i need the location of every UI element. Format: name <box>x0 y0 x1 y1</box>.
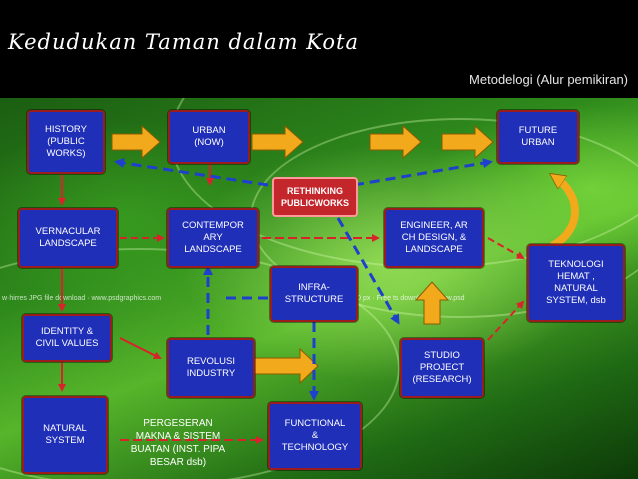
background-ticker-left: w·hirres JPG file download · www.psdgrap… <box>2 295 162 302</box>
node-urban-now: URBAN (NOW) <box>168 110 250 164</box>
node-contemporary-landscape: CONTEMPOR ARY LANDSCAPE <box>167 208 259 268</box>
node-future-urban: FUTURE URBAN <box>497 110 579 164</box>
node-rethinking-publicworks: RETHINKING PUBLICWORKS <box>272 177 358 217</box>
text-pergeseran-makna: PERGESERAN MAKNA & SISTEM BUATAN (INST. … <box>130 418 226 468</box>
node-studio-project: STUDIO PROJECT (RESEARCH) <box>400 338 484 398</box>
node-engineer-design-landscape: ENGINEER, AR CH DESIGN, & LANDSCAPE <box>384 208 484 268</box>
node-infrastructure: INFRA- STRUCTURE <box>270 266 358 322</box>
node-functional-technology: FUNCTIONAL & TECHNOLOGY <box>268 402 362 470</box>
slide-subtitle: Metodelogi (Alur pemikiran) <box>469 72 628 87</box>
node-identity-civil-values: IDENTITY & CIVIL VALUES <box>22 314 112 362</box>
node-natural-system: NATURAL SYSTEM <box>22 396 108 474</box>
background-ticker-right: x3750 px · Free ts download · www.psd <box>342 295 465 302</box>
slide-title: Kedudukan Taman dalam Kota <box>8 30 359 54</box>
node-revolusi-industry: REVOLUSI INDUSTRY <box>167 338 255 398</box>
node-teknologi-natural-system: TEKNOLOGI HEMAT , NATURAL SYSTEM, dsb <box>527 244 625 322</box>
node-vernacular-landscape: VERNACULAR LANDSCAPE <box>18 208 118 268</box>
node-history: HISTORY (PUBLIC WORKS) <box>27 110 105 174</box>
